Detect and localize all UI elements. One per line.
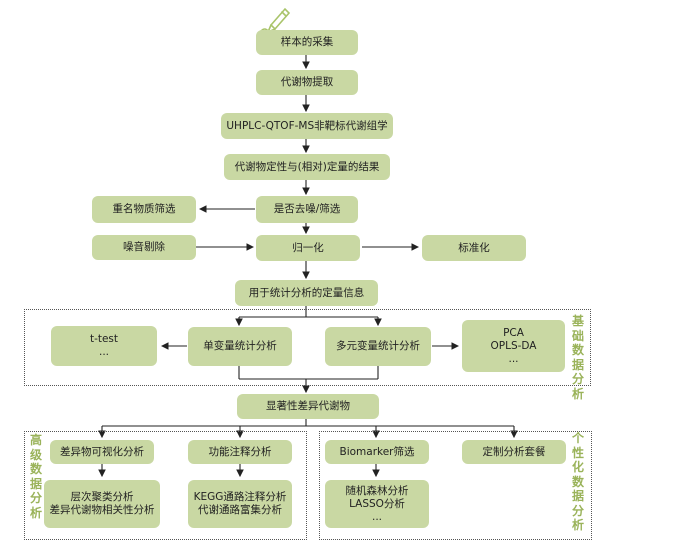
pca-line-2: OPLS-DA: [490, 339, 537, 352]
rf-line-2: LASSO分析: [349, 497, 405, 510]
basic-analysis-frame: [24, 309, 591, 386]
random-forest-node: 随机森林分析 LASSO分析 ...: [325, 480, 429, 528]
function-annotation-node: 功能注释分析: [188, 440, 292, 464]
extraction-node: 代谢物提取: [256, 70, 358, 95]
advanced-analysis-frame: [24, 431, 307, 540]
diff-metabolites-node: 显著性差异代谢物: [237, 394, 379, 419]
ttest-line-2: ...: [98, 346, 109, 358]
kegg-line-1: KEGG通路注释分析: [193, 491, 287, 503]
univariate-node: 单变量统计分析: [188, 327, 292, 366]
personalized-analysis-frame: [319, 431, 592, 540]
custom-package-node: 定制分析套餐: [462, 440, 566, 464]
rf-line-1: 随机森林分析: [345, 484, 409, 497]
pca-line-3: ...: [508, 352, 519, 365]
quant-info-node: 用于统计分析的定量信息: [235, 280, 378, 306]
advanced-analysis-label: 高级数据分析: [29, 433, 42, 520]
pca-line-1: PCA: [503, 326, 524, 339]
kegg-node: KEGG通路注释分析 代谢通路富集分析: [188, 480, 292, 528]
pen-icon: [259, 3, 293, 34]
rf-line-3: ...: [371, 510, 382, 523]
sampling-node: 样本的采集: [256, 30, 358, 55]
cluster-line-1: 层次聚类分析: [70, 491, 134, 503]
cluster-node: 层次聚类分析 差异代谢物相关性分析: [44, 480, 160, 528]
duplicate-filter-node: 重名物质筛选: [92, 196, 196, 223]
cluster-line-2: 差异代谢物相关性分析: [49, 504, 155, 516]
standardization-node: 标准化: [422, 235, 526, 261]
pca-node: PCA OPLS-DA ...: [462, 320, 565, 372]
multivariate-node: 多元变量统计分析: [325, 327, 431, 366]
basic-analysis-label: 基础数据分析: [571, 314, 584, 401]
diff-visualization-node: 差异物可视化分析: [50, 440, 154, 464]
biomarker-node: Biomarker筛选: [325, 440, 429, 464]
denoise-question-node: 是否去噪/筛选: [256, 196, 358, 223]
personalized-analysis-label: 个性化数据分析: [571, 431, 584, 532]
ttest-line-1: t-test: [89, 333, 119, 345]
kegg-line-2: 代谢通路富集分析: [198, 504, 282, 516]
noise-removal-node: 噪音剔除: [92, 235, 196, 260]
uhplc-node: UHPLC-QTOF-MS非靶标代谢组学: [221, 113, 393, 139]
normalization-node: 归一化: [256, 235, 360, 261]
ttest-node: t-test ...: [51, 326, 157, 366]
quant-result-node: 代谢物定性与(相对)定量的结果: [224, 154, 390, 180]
